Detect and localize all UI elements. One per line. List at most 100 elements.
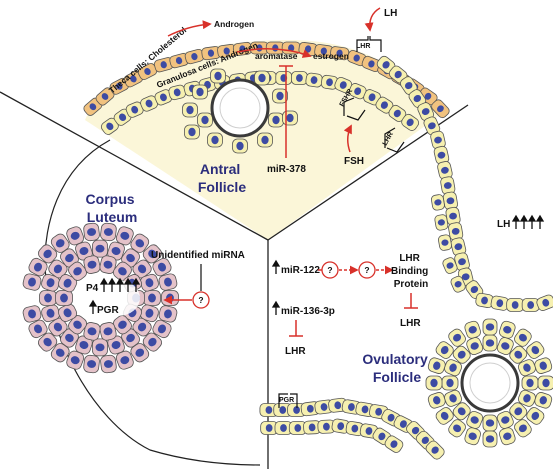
cumulus-cell (496, 337, 514, 356)
ovulatory-cell (376, 55, 396, 74)
luteal-cell (121, 328, 140, 348)
luteal-cell (152, 319, 172, 339)
cumulus-cell (452, 345, 471, 364)
cumulus-cell (526, 407, 545, 425)
granulosa-cell (401, 113, 420, 131)
theca-cell (184, 48, 205, 65)
cumulus-cell (509, 402, 528, 421)
luteal-cell (132, 259, 152, 279)
cumulus-cell (466, 410, 484, 429)
mir122-label: miR-122 (281, 265, 320, 276)
luteal-cell (75, 335, 93, 355)
question-circle-icon: ? (358, 261, 376, 279)
cumulus-cell (257, 132, 273, 148)
lhr2-receptor-icon (384, 127, 405, 153)
svg-text:?: ? (364, 265, 369, 275)
luteal-cell (58, 303, 78, 322)
luteal-cell (107, 335, 125, 355)
cumulus-cell (427, 357, 446, 374)
cumulus-cell (254, 70, 270, 86)
ruptured-cell (260, 421, 279, 435)
androgen-to-estrogen-arrow (236, 48, 312, 58)
cholesterol-to-androgen-arrow (167, 20, 212, 37)
cumulus-cell (521, 375, 539, 391)
theca-cell (169, 53, 189, 69)
luteal-cell (48, 317, 68, 337)
cumulus-cell (482, 414, 498, 432)
cumulus-cell (496, 410, 514, 429)
luteal-cell (38, 332, 58, 352)
lhr-binding-protein-label: LHR Binding Protein (391, 253, 431, 290)
lh-surge-label: LH (497, 219, 510, 230)
cumulus-cell (272, 88, 288, 104)
luteal-cell (39, 290, 57, 306)
luteal-cell (158, 305, 178, 323)
ovulatory-cell (430, 194, 445, 211)
ovulatory-cell (450, 237, 467, 256)
luteal-cell (130, 233, 150, 253)
ovulatory-cell (399, 76, 418, 95)
luteal-cell (28, 319, 48, 339)
luteal-cell (22, 273, 42, 291)
p4-label: P4 (86, 283, 99, 294)
cumulus-cell (499, 320, 516, 339)
ovulatory-cell (408, 89, 427, 108)
luteal-cell (161, 290, 179, 306)
up-arrow-icon (271, 300, 281, 315)
ovulatory-cell (506, 298, 525, 312)
luteal-cell (92, 239, 108, 258)
granulosa-cell-layer (100, 68, 420, 154)
fshr-receptor-icon (343, 97, 366, 121)
luteal-cell (100, 354, 117, 374)
cumulus-cell (448, 328, 466, 347)
cumulus-cell (464, 320, 481, 339)
cumulus-cell (435, 407, 454, 425)
androgen-top-label: Androgen (214, 19, 254, 29)
theca-cell (314, 44, 334, 59)
luteal-cell (50, 233, 70, 253)
cumulus-cell (268, 112, 284, 128)
granulosa-cell (140, 95, 158, 112)
cumulus-cell (464, 427, 481, 446)
luteal-cell (99, 322, 117, 341)
cumulus-cell (499, 427, 516, 446)
inhibition-bar-icon (404, 293, 418, 309)
cumulus-cell (509, 345, 528, 364)
granulosa-cell (113, 108, 132, 126)
granulosa-cell (363, 89, 381, 106)
cumulus-cell (517, 359, 536, 377)
ovulatory-cell (440, 176, 456, 195)
luteal-cell (60, 248, 79, 268)
cumulus-cell (517, 389, 536, 407)
granulosa-cell (291, 71, 308, 85)
luteal-cell (83, 354, 100, 374)
question-circle-icon: ? (192, 291, 210, 309)
luteal-cell (38, 244, 58, 264)
cumulus-cell (534, 357, 553, 374)
cumulus-cell (514, 328, 532, 347)
ovulatory-cell (388, 65, 408, 84)
luteal-cell (58, 274, 78, 293)
cumulus-cell (182, 102, 198, 118)
granulosa-cell (125, 101, 144, 118)
luteal-cell (152, 257, 172, 277)
ruptured-follicle-cells (259, 397, 445, 460)
up-arrow-icon (88, 299, 98, 314)
cumulus-cell (526, 341, 545, 359)
ruptured-cell (317, 419, 336, 434)
luteal-cell (50, 343, 70, 363)
theca-cell (109, 77, 130, 95)
aromatase-label: aromatase (255, 51, 298, 61)
lhr-low-label-2: LHR (285, 346, 306, 357)
lhr-receptor-label: LHR (356, 43, 370, 50)
cumulus-cell (534, 392, 553, 409)
antral-follicle-title: Antral Follicle (198, 161, 246, 195)
cumulus-cell (184, 124, 200, 140)
cumulus-cell-cluster (425, 318, 553, 448)
cumulus-cell (444, 389, 463, 407)
ovulatory-wall-cells (376, 55, 553, 312)
cumulus-cell (192, 84, 208, 100)
luteal-center (96, 280, 140, 316)
cumulus-cell (444, 359, 463, 377)
svg-text:?: ? (327, 265, 332, 275)
